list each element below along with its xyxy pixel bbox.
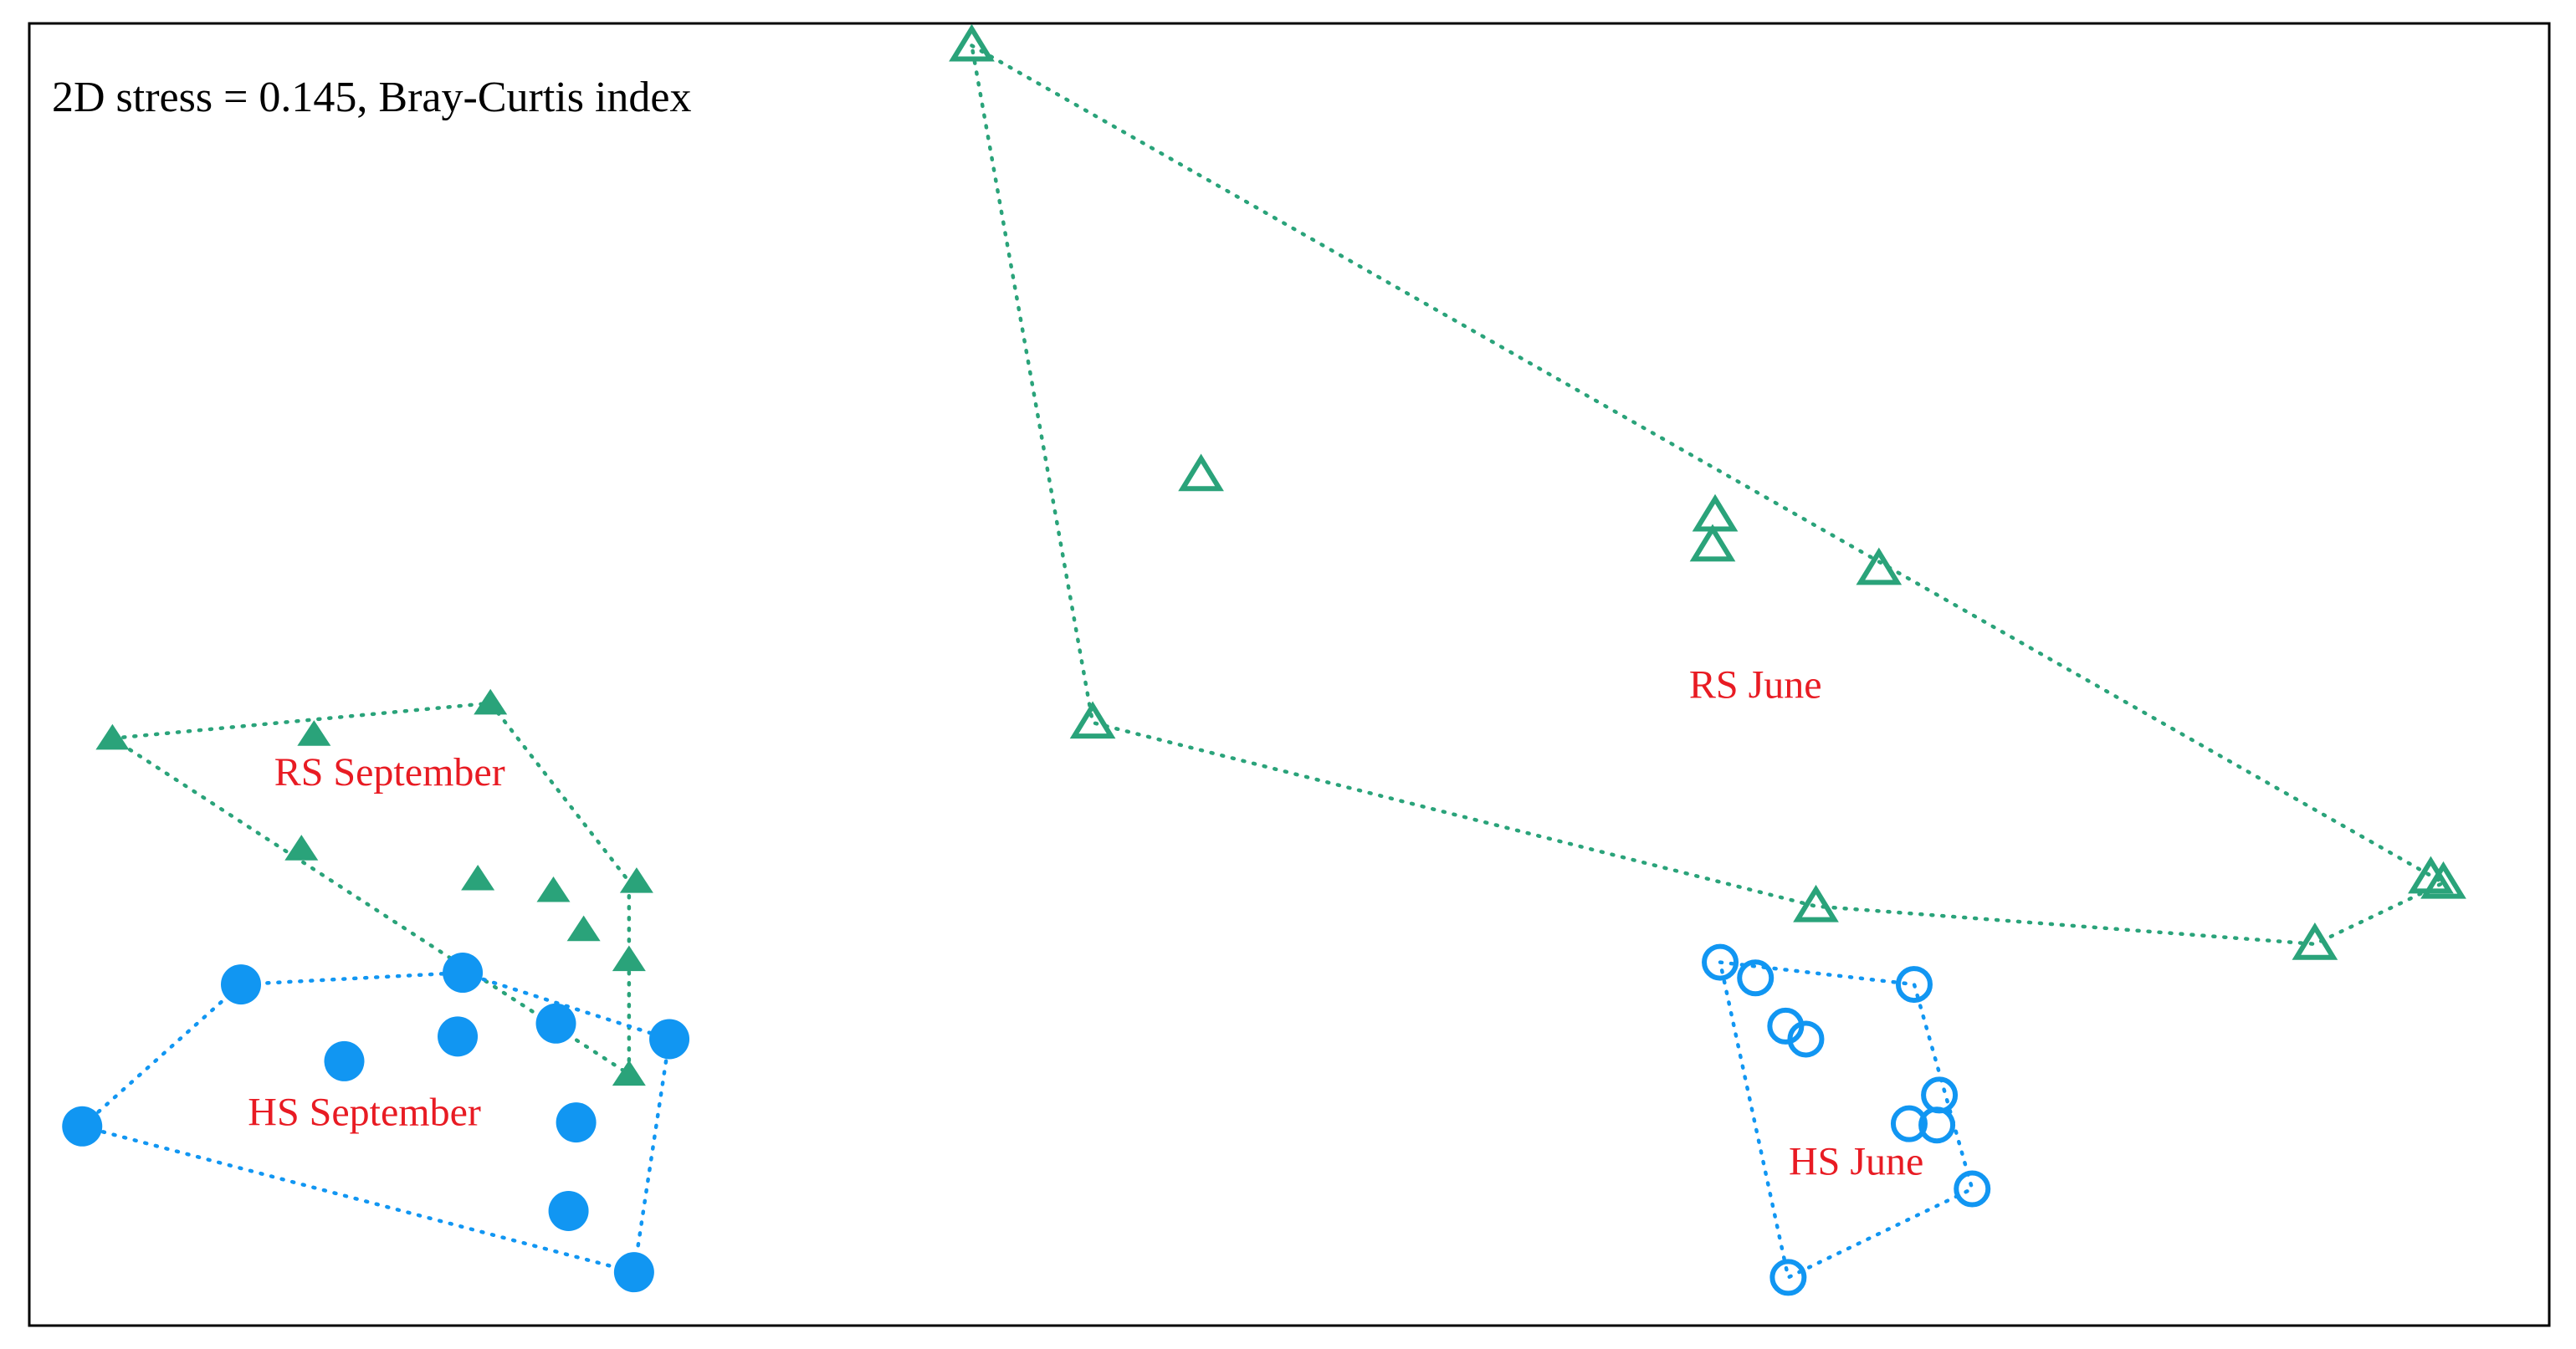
- rs-june-point: [1689, 524, 1736, 562]
- rs-september-point: [612, 945, 646, 972]
- rs-september-point: [95, 723, 130, 750]
- hs-september-point: [438, 1016, 479, 1057]
- hs-september-point: [221, 964, 262, 1005]
- group-label-hs-september: HS September: [248, 1090, 481, 1134]
- hs-june-point: [1954, 1170, 1991, 1208]
- hs-june-point: [1769, 1259, 1807, 1296]
- hs-september-point: [613, 1252, 654, 1293]
- hs-june-point: [1737, 959, 1775, 997]
- group-labels: RS September HS September RS June HS June: [248, 663, 1923, 1184]
- plot-frame: [28, 22, 2551, 1327]
- hs-september-point: [548, 1190, 589, 1231]
- hs-september-point: [324, 1040, 365, 1081]
- hs-september-point: [62, 1106, 103, 1147]
- rs-september-point: [474, 688, 508, 715]
- hs-september-point: [535, 1003, 576, 1044]
- rs-june-point: [1069, 701, 1116, 739]
- hs-june-hull: [1718, 960, 1974, 1280]
- rs-september-point: [619, 867, 653, 893]
- rs-september-point: [536, 876, 571, 902]
- rs-june-point: [1793, 884, 1839, 922]
- rs-september-point: [566, 915, 601, 942]
- rs-june-point: [1178, 453, 1224, 492]
- rs-june-point: [2292, 922, 2338, 960]
- hs-june-point: [1702, 943, 1739, 981]
- group-label-rs-june: RS June: [1689, 663, 1822, 708]
- hs-september-hull: [78, 970, 672, 1275]
- rs-june-point: [2420, 861, 2466, 899]
- rs-september-point: [284, 835, 319, 861]
- rs-september-point: [461, 864, 495, 891]
- rs-june-hull: [969, 42, 2448, 947]
- hs-june-point: [1787, 1020, 1825, 1058]
- hs-june-point: [1918, 1106, 1956, 1144]
- data-points: [62, 23, 2466, 1296]
- rs-september-point: [612, 1060, 646, 1086]
- rs-june-point: [949, 23, 995, 62]
- stress-annotation: 2D stress = 0.145, Bray-Curtis index: [52, 74, 692, 121]
- rs-june-point: [1856, 547, 1903, 585]
- hs-september-point: [443, 953, 484, 994]
- hs-september-point: [556, 1102, 597, 1143]
- hs-september-point: [649, 1019, 690, 1060]
- hs-june-point: [1895, 966, 1933, 1004]
- hs-june-point: [1890, 1105, 1928, 1142]
- group-label-rs-september: RS September: [274, 750, 505, 795]
- rs-september-point: [297, 720, 331, 746]
- group-label-hs-june: HS June: [1789, 1140, 1923, 1184]
